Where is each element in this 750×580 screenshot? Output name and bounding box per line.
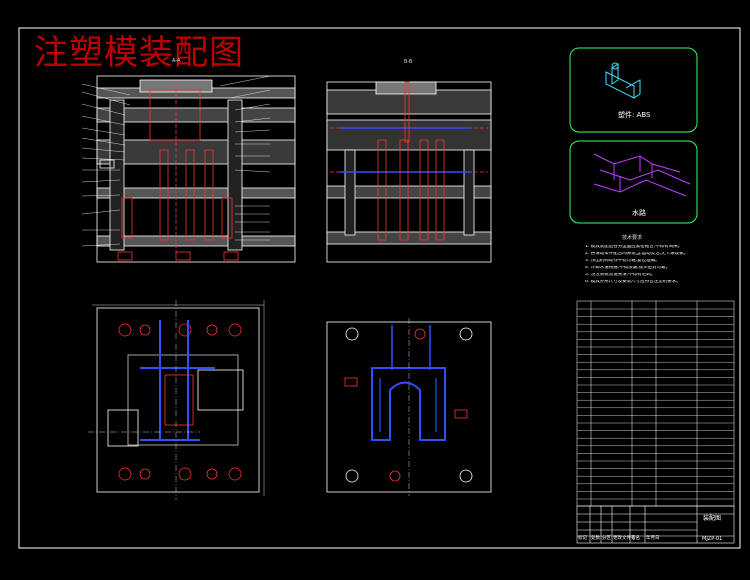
section-b-label: B-B	[404, 59, 413, 65]
cooling-channel-icon	[593, 153, 691, 197]
part-model-icon	[605, 62, 641, 99]
part-material-label: 塑件: ABS	[618, 111, 651, 119]
tech-requirements-heading: 技术要求	[622, 235, 643, 241]
drawing-name: 装配图	[703, 515, 722, 522]
title-block-header-cell: 更改文件号	[613, 536, 636, 541]
bom-rows	[577, 308, 734, 500]
tech-requirement-line: 3. 顶出机构动作平稳可靠,复位准确。	[585, 259, 660, 263]
water-channel-label: 水路	[632, 209, 646, 217]
title-block-header-cell: 分区	[602, 536, 611, 541]
plan-view-moving-half	[88, 300, 265, 500]
tech-requirement-line: 2. 各滑动零件配合间隙适当,运动灵活,无卡滞现象。	[585, 252, 689, 256]
plan-view-fixed-half	[326, 318, 492, 496]
drawing-title: 注塑模装配图	[34, 33, 244, 73]
drawing-number: MJZP-01	[702, 536, 723, 542]
part-box	[569, 47, 698, 133]
title-block-header-cell: 标记	[578, 536, 587, 541]
tech-requirement-line: 6. 模具外形尺寸及安装尺寸应符合注塑机要求。	[585, 280, 681, 284]
title-block-header-cell: 年月日	[646, 536, 660, 541]
main-assembly-section	[96, 75, 296, 263]
side-section	[326, 81, 492, 263]
main-section-leaders	[81, 75, 271, 247]
drawing-border	[18, 27, 741, 549]
tech-requirement-line: 1. 模具装配后各分型面应紧密贴合,不得有间隙。	[585, 245, 683, 249]
title-block-header-cell: 处数	[591, 536, 600, 541]
tech-requirement-line: 4. 冷却水道畅通,不得渗漏,接头密封可靠。	[585, 266, 671, 270]
section-a-label: A-A	[172, 58, 181, 64]
title-block-header-cell: 签名	[631, 536, 640, 541]
title-block	[576, 505, 735, 544]
tech-requirement-line: 5. 浇注系统流道光滑,不得有毛刺。	[585, 273, 656, 277]
water-box	[569, 140, 698, 224]
